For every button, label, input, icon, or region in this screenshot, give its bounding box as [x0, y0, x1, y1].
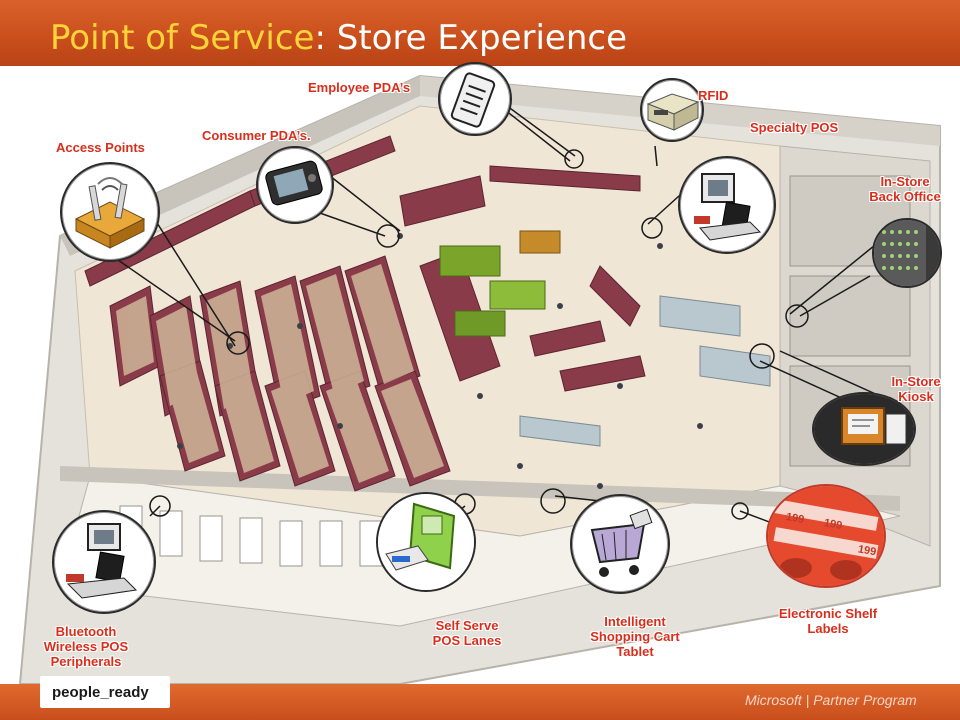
shelf-price-tag: 199: [823, 517, 843, 532]
people-ready-logo: people_ready: [40, 676, 170, 708]
access-point-callout: [60, 162, 160, 262]
label-bluetooth: Bluetooth Wireless POS Peripherals: [26, 624, 146, 669]
produce-displays: [439, 230, 561, 337]
callout-targets: [149, 149, 809, 520]
people-ready-logo-text: people_ready: [52, 684, 149, 701]
shopping-cart-icon: [590, 508, 653, 577]
title-bar: [0, 0, 960, 66]
employee-pda-icon: [450, 72, 496, 128]
label-bluetooth-line2: Wireless POS: [43, 639, 129, 654]
label-consumer-pdas: Consumer PDA’s.: [202, 128, 311, 143]
label-shelf-labels: Electronic Shelf Labels: [768, 606, 888, 636]
label-self-serve: Self Serve POS Lanes: [412, 618, 522, 648]
label-bluetooth-line3: Peripherals: [50, 654, 122, 669]
label-self-serve-line2: POS Lanes: [432, 633, 502, 648]
label-access-points: Access Points: [56, 140, 145, 155]
shopping-cart-callout: [570, 494, 670, 594]
label-kiosk-line1: In-Store: [891, 374, 941, 389]
self-serve-callout: [376, 492, 476, 592]
label-shelf-labels-line1: Electronic Shelf: [778, 606, 878, 621]
label-cart-line2: Shopping Cart: [590, 629, 680, 644]
label-employee-pdas: Employee PDA’s: [308, 80, 411, 95]
pos-terminal-icon: [694, 173, 762, 241]
access-point-icon: [74, 177, 146, 249]
consumer-pda-callout: [256, 146, 334, 224]
shelf-price-tag: 199: [857, 543, 877, 558]
bluetooth-pos-callout: [52, 510, 156, 614]
slide-title: Point of Service: Store Experience: [50, 18, 627, 58]
rfid-callout: [640, 78, 704, 142]
label-cart-line1: Intelligent: [604, 614, 666, 629]
label-rfid: RFID: [698, 88, 729, 103]
specialty-pos-callout: [678, 156, 776, 254]
deli-counter: [519, 295, 771, 447]
label-cart-line3: Tablet: [616, 644, 654, 659]
microsoft-partner-logo: Microsoft | Partner Program: [745, 692, 917, 708]
label-self-serve-line1: Self Serve: [435, 618, 499, 633]
label-bluetooth-line1: Bluetooth: [55, 624, 117, 639]
label-back-office-line2: Back Office: [869, 189, 941, 204]
kiosk-callout: [812, 392, 916, 466]
label-shopping-cart: Intelligent Shopping Cart Tablet: [572, 614, 698, 659]
label-back-office-line1: In-Store: [880, 174, 930, 189]
rfid-tag-icon: [646, 93, 700, 131]
front-wall: [60, 466, 900, 511]
kiosk-icon: [814, 394, 914, 464]
label-shelf-labels-line2: Labels: [807, 621, 849, 636]
server-rack-icon: [874, 220, 940, 286]
label-kiosk: In-Store Kiosk: [878, 374, 954, 404]
shelf-label-callout: 199 199 199: [766, 484, 886, 588]
label-specialty-pos: Specialty POS: [750, 120, 839, 135]
electronic-shelf-label-icon: 199 199 199: [768, 486, 884, 586]
title-highlight: Point of Service: [50, 18, 315, 58]
title-rest: : Store Experience: [314, 18, 628, 58]
label-kiosk-line2: Kiosk: [898, 389, 934, 404]
employee-pda-callout: [438, 62, 512, 136]
consumer-pda-icon: [265, 160, 323, 206]
bluetooth-pos-icon: [66, 523, 138, 599]
self-checkout-icon: [378, 494, 474, 590]
back-office-callout: [872, 218, 942, 288]
label-back-office: In-Store Back Office: [860, 174, 950, 204]
shelf-price-tag: 199: [785, 511, 805, 526]
